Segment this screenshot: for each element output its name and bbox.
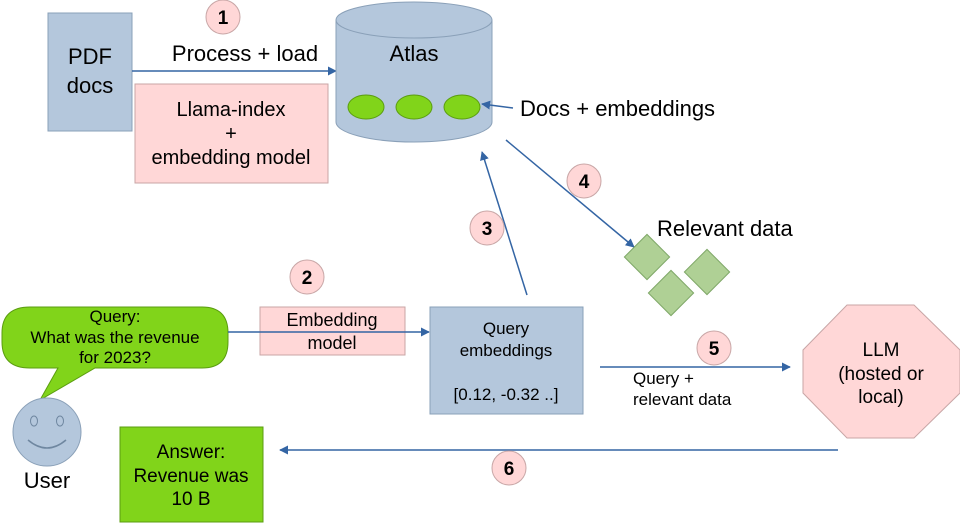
step-5-badge: 5	[696, 330, 732, 366]
svg-text:4: 4	[579, 172, 590, 193]
step-6-badge: 6	[491, 450, 527, 486]
answer-label-1: Answer:	[157, 442, 226, 463]
llama-index-box: Llama-index + embedding model	[134, 83, 329, 184]
llama-index-label-3: embedding model	[152, 147, 311, 169]
llama-index-label-1: Llama-index	[177, 99, 286, 121]
answer-box: Answer: Revenue was 10 B	[119, 426, 264, 523]
query-relevant-label-2: relevant data	[633, 390, 732, 409]
data-chunk-3	[647, 269, 695, 317]
llm-label-3: local)	[858, 387, 903, 408]
atlas-database: Atlas	[335, 1, 493, 143]
data-chunk-2	[683, 248, 731, 296]
embedding-dot-2	[395, 94, 433, 120]
pdf-docs-box: PDF docs	[47, 12, 133, 132]
query-embeddings-label-2: embeddings	[460, 341, 553, 360]
svg-text:1: 1	[218, 8, 229, 29]
query-bubble-label-3: for 2023?	[79, 348, 151, 367]
llm-octagon: LLM (hosted or local)	[802, 304, 960, 439]
embedding-model-box: Embedding model	[259, 306, 406, 356]
relevant-data-label: Relevant data	[657, 216, 794, 241]
docs-embeddings-label: Docs + embeddings	[520, 96, 715, 121]
data-chunk-1	[623, 233, 671, 281]
user-label: User	[24, 468, 70, 493]
relevant-data-chunks	[623, 233, 731, 317]
embedding-model-label-1: Embedding	[286, 310, 377, 330]
answer-label-3: 10 B	[171, 489, 210, 510]
step-2-badge: 2	[289, 259, 325, 295]
pdf-docs-label-1: PDF	[68, 44, 112, 69]
process-load-label: Process + load	[172, 41, 318, 66]
pdf-docs-label-2: docs	[67, 73, 113, 98]
query-embeddings-vector: [0.12, -0.32 ..]	[454, 385, 559, 404]
embedding-dot-3	[443, 94, 481, 120]
llm-label-1: LLM	[863, 340, 900, 361]
svg-text:3: 3	[482, 219, 493, 240]
embedding-dot-1	[347, 94, 385, 120]
svg-text:2: 2	[302, 268, 313, 289]
atlas-label: Atlas	[390, 41, 439, 66]
query-embeddings-label-1: Query	[483, 319, 530, 338]
query-relevant-label-1: Query +	[633, 369, 694, 388]
svg-text:6: 6	[504, 459, 515, 480]
user-smiley-icon	[12, 397, 82, 467]
llm-label-2: (hosted or	[838, 364, 924, 385]
step-4-badge: 4	[566, 163, 602, 199]
query-bubble-label-2: What was the revenue	[30, 328, 199, 347]
query-bubble-label-1: Query:	[89, 307, 140, 326]
llama-index-label-2: +	[225, 123, 237, 145]
docs-embeddings-arrow	[481, 100, 514, 110]
retrieve-arrow	[505, 139, 635, 248]
embedding-model-label-2: model	[307, 333, 356, 353]
answer-label-2: Revenue was	[133, 466, 248, 487]
search-arrow	[480, 151, 528, 296]
svg-text:5: 5	[709, 339, 720, 360]
step-1-badge: 1	[205, 0, 241, 35]
query-speech-bubble: Query: What was the revenue for 2023?	[1, 306, 229, 402]
step-3-badge: 3	[469, 210, 505, 246]
query-embeddings-box: Query embeddings [0.12, -0.32 ..]	[429, 306, 584, 415]
